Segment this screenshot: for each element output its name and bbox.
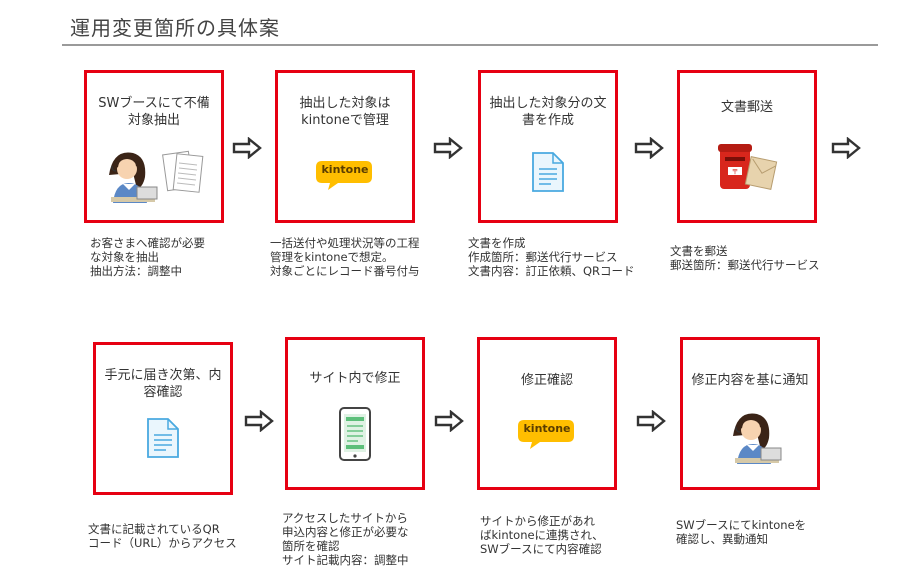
step-box-kintone-manage: 抽出した対象は kintoneで管理 kintone <box>275 70 415 223</box>
step-description: サイトから修正があれ ばkintoneに連携され、 SWブースにて内容確認 <box>480 514 604 556</box>
step-box-confirm-fix: 修正確認 kintone <box>477 337 617 490</box>
kintone-logo-text: kintone <box>523 422 571 435</box>
arrow-right-icon <box>433 137 463 159</box>
arrow-right-icon <box>634 137 664 159</box>
kintone-logo: kintone <box>518 416 576 450</box>
mailbox-and-envelope-icon: 〒 <box>680 141 814 197</box>
arrow-right-icon <box>434 410 464 432</box>
arrow-right-icon <box>831 137 861 159</box>
step-label-line: 手元に届き次第、内 <box>104 368 222 383</box>
svg-text:〒: 〒 <box>732 168 739 176</box>
step-description: アクセスしたサイトから 申込内容と修正が必要な 箇所を確認 サイト記載内容：調整… <box>282 511 409 567</box>
step-label-line: 修正内容を基に通知 <box>691 373 809 388</box>
page-title: 運用変更箇所の具体案 <box>70 16 280 40</box>
document-icon <box>96 417 230 463</box>
step-description: お客さまへ確認が必要 な対象を抽出 抽出方法：調整中 <box>90 236 205 278</box>
step-box-site-edit: サイト内で修正 <box>285 337 425 490</box>
arrow-right-icon <box>244 410 274 432</box>
step-box-notify: 修正内容を基に通知 <box>680 337 820 490</box>
kintone-logo: kintone <box>316 157 374 191</box>
step-label-line: 文書郵送 <box>720 100 773 115</box>
step-description: 文書を郵送 郵送箇所：郵送代行サービス <box>670 244 820 272</box>
step-label-line: 抽出した対象は <box>299 96 391 111</box>
step-label-line: 対象抽出 <box>127 113 180 128</box>
operator-and-documents-icon <box>87 145 221 211</box>
step-label-line: 修正確認 <box>520 373 573 388</box>
step-box-receive-confirm: 手元に届き次第、内 容確認 <box>93 342 233 495</box>
smartphone-icon <box>288 406 422 466</box>
arrow-right-icon <box>232 137 262 159</box>
document-icon <box>481 151 615 197</box>
step-description: SWブースにてkintoneを 確認し、異動通知 <box>676 518 807 546</box>
step-description: 文書に記載されているQR コード（URL）からアクセス <box>88 522 237 550</box>
step-label-line: 抽出した対象分の文 <box>489 96 607 111</box>
arrow-right-icon <box>636 410 666 432</box>
step-box-create-document: 抽出した対象分の文 書を作成 <box>478 70 618 223</box>
step-label-line: SWブースにて不備 <box>98 96 210 111</box>
operator-icon <box>683 406 817 472</box>
step-box-mail-document: 文書郵送 〒 <box>677 70 817 223</box>
kintone-logo-text: kintone <box>321 163 369 176</box>
step-label-line: 書を作成 <box>521 113 574 128</box>
step-label-line: 容確認 <box>143 385 183 400</box>
step-label-line: kintoneで管理 <box>301 113 389 128</box>
step-description: 一括送付や処理状況等の工程 管理をkintoneで想定。 対象ごとにレコード番号… <box>270 236 420 278</box>
title-divider <box>62 44 878 46</box>
step-description: 文書を作成 作成箇所：郵送代行サービス 文書内容：訂正依頼、QRコード <box>468 236 635 278</box>
step-label-line: サイト内で修正 <box>309 371 401 386</box>
step-box-extract: SWブースにて不備 対象抽出 <box>84 70 224 223</box>
